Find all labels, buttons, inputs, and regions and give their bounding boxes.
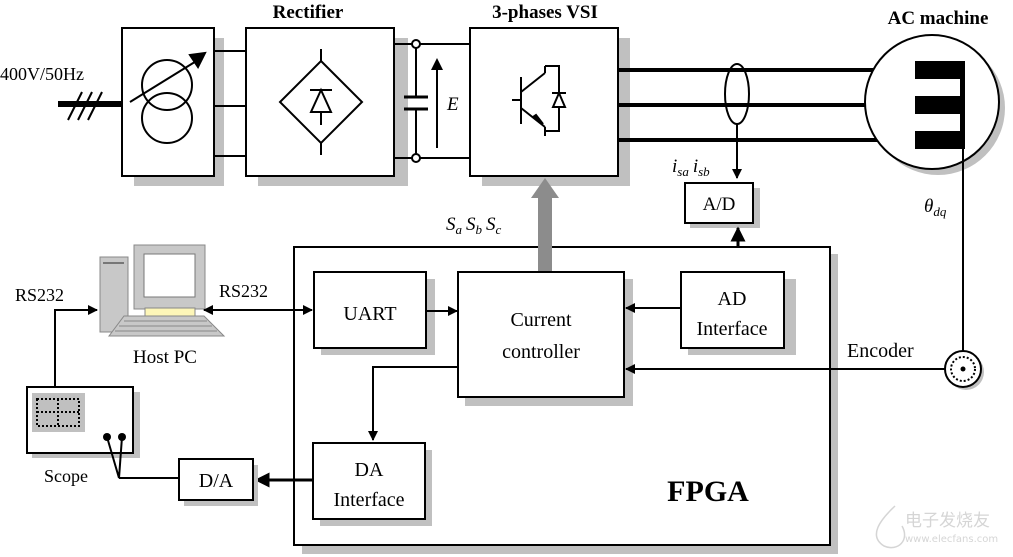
controller-label-line1: Current (510, 309, 572, 331)
current-sensor-icon (724, 63, 750, 125)
three-phase-ticks (67, 91, 103, 121)
ad-interface-block (680, 271, 785, 349)
da-label: D/A (199, 470, 234, 492)
ad-label: A/D (703, 194, 736, 215)
fpga-label: FPGA (667, 475, 749, 508)
vsi-label: 3-phases VSI (492, 2, 598, 23)
controller-to-da-arrow (368, 366, 458, 441)
diode-bridge-icon (278, 49, 364, 155)
rs232-right-label: RS232 (219, 281, 268, 301)
variable-transformer-icon (129, 51, 207, 144)
current-controller-block (457, 271, 625, 398)
da-interface-label-line2: Interface (333, 489, 404, 511)
rectifier-label: Rectifier (273, 2, 344, 23)
watermark: 电子发烧友 www.elecfans.com (875, 505, 998, 549)
encoder-icon (944, 350, 982, 388)
dc-voltage-arrow (431, 58, 443, 148)
transformer-output-lines (214, 50, 246, 157)
supply-line (58, 101, 122, 107)
machine-windings (915, 61, 965, 149)
supply-label: 400V/50Hz (0, 64, 84, 84)
ad-interface-label-line2: Interface (696, 318, 767, 340)
angle-label: θdq (924, 196, 947, 219)
machine-label: AC machine (888, 8, 989, 29)
controller-label-line2: controller (502, 341, 580, 363)
dc-voltage-label: E (446, 94, 459, 115)
scope-to-pc-arrow (54, 305, 98, 387)
rs232-left-label: RS232 (15, 285, 64, 305)
ad-interface-label-line1: AD (718, 288, 747, 310)
switch-signal-arrowhead (531, 178, 559, 198)
watermark-url: www.elecfans.com (905, 534, 998, 545)
ad-converter-block (684, 182, 754, 224)
transformer-block (121, 27, 215, 177)
host-pc-label: Host PC (133, 347, 197, 368)
scope-label: Scope (44, 466, 88, 486)
vsi-block (469, 27, 619, 177)
scope-grid (36, 398, 80, 427)
uart-label: UART (343, 303, 396, 325)
da-interface-block (312, 442, 426, 520)
da-converter-block (178, 458, 254, 501)
scope-probes (103, 433, 179, 479)
da-interface-label-line1: DA (355, 459, 384, 481)
dc-link (394, 39, 470, 163)
igbt-icon (512, 65, 567, 136)
watermark-title: 电子发烧友 (905, 511, 990, 531)
encoder-label: Encoder (847, 340, 914, 362)
switch-signal-bus (538, 196, 552, 272)
host-pc-icon (99, 244, 226, 337)
